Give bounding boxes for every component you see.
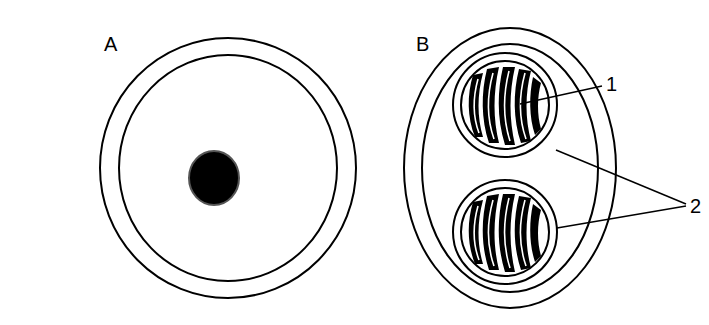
nucleus (189, 151, 239, 205)
chromosomes (469, 67, 541, 145)
cell-membrane (422, 44, 598, 292)
leader-line (556, 150, 686, 204)
cell-membrane (119, 55, 337, 281)
leader-line (520, 86, 602, 104)
cell-wall (100, 38, 356, 298)
cell-wall (404, 28, 616, 308)
callout-number: 2 (690, 196, 701, 216)
nuclear-envelope (461, 188, 549, 276)
chromosomes (469, 194, 541, 272)
callout-number: 1 (606, 74, 617, 94)
nuclear-envelope (453, 53, 557, 157)
nuclear-envelope (461, 61, 549, 149)
leader-line (557, 206, 686, 228)
figure-letter: B (416, 34, 429, 54)
figure-letter: A (104, 34, 117, 54)
nuclear-envelope (453, 180, 557, 284)
